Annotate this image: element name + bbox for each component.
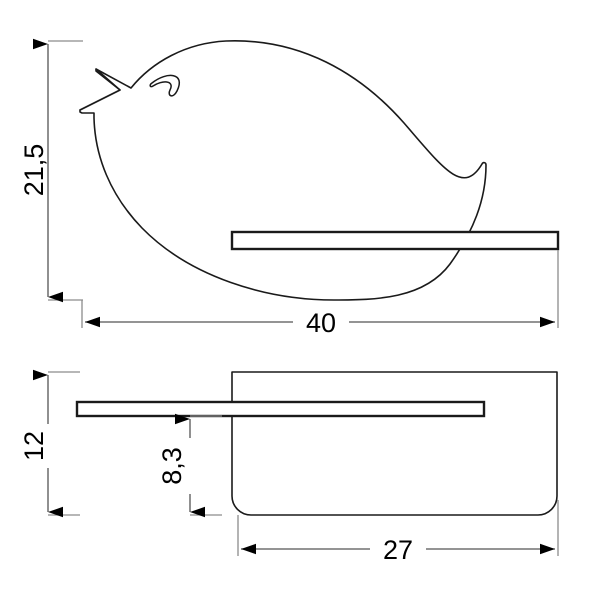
dimension-label-40: 40 xyxy=(306,308,336,338)
back-panel xyxy=(231,371,558,516)
front-view xyxy=(79,40,560,301)
shelf-board-side xyxy=(75,400,486,418)
dimension-label-27: 27 xyxy=(383,535,413,565)
side-view xyxy=(75,371,558,516)
dimension-width-27: 27 xyxy=(237,500,559,565)
dimension-label-215: 21,5 xyxy=(19,144,49,197)
dimension-label-12: 12 xyxy=(19,431,49,461)
dimension-height-215: 21,5 xyxy=(19,38,83,303)
dimension-label-83: 8,3 xyxy=(157,447,187,485)
dimension-height-83: 8,3 xyxy=(157,413,222,518)
bird-silhouette xyxy=(79,40,487,301)
dimension-height-12: 12 xyxy=(19,369,80,518)
dimension-width-40: 40 xyxy=(81,250,559,338)
bird-beak xyxy=(79,68,121,111)
bird-eye xyxy=(149,74,180,97)
shelf-board-front xyxy=(230,230,560,251)
